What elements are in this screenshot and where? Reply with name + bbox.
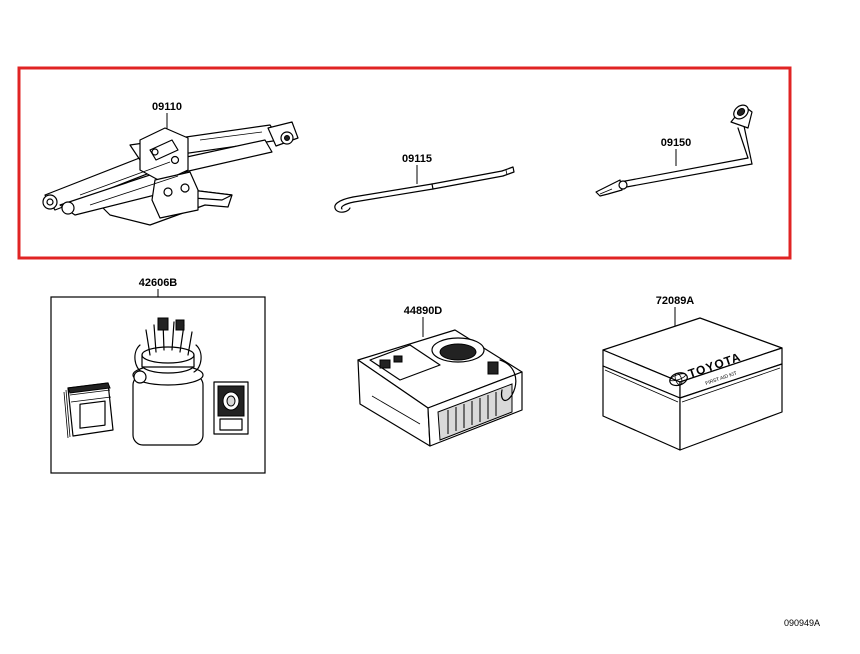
kit-frame [50, 296, 266, 474]
part-first-aid[interactable]: 72089A TOYOTA FIRST AID KIT [602, 295, 783, 451]
part-number-09110: 09110 [152, 101, 182, 113]
lug-wrench-icon [595, 104, 753, 197]
part-jack-rod[interactable]: 09115 [334, 153, 515, 213]
diagram-ref-number: 090949A [784, 618, 820, 628]
part-wrench[interactable]: 09150 [595, 102, 753, 197]
first-aid-kit-icon: TOYOTA FIRST AID KIT [602, 317, 783, 451]
scissor-jack-icon [42, 121, 299, 226]
part-number-42606B: 42606B [139, 277, 178, 289]
jack-handle-rod-icon [334, 166, 515, 213]
highlight-box [17, 66, 792, 260]
part-number-09150: 09150 [661, 137, 692, 149]
part-number-09115: 09115 [402, 153, 432, 165]
part-repair-kit[interactable]: 42606B [50, 277, 266, 474]
air-compressor-icon [357, 329, 523, 447]
part-jack[interactable]: 09110 [42, 101, 299, 226]
tire-repair-kit-icon [63, 317, 249, 446]
part-number-44890D: 44890D [404, 305, 443, 317]
part-compressor[interactable]: 44890D [357, 305, 523, 447]
part-number-72089A: 72089A [656, 295, 695, 307]
